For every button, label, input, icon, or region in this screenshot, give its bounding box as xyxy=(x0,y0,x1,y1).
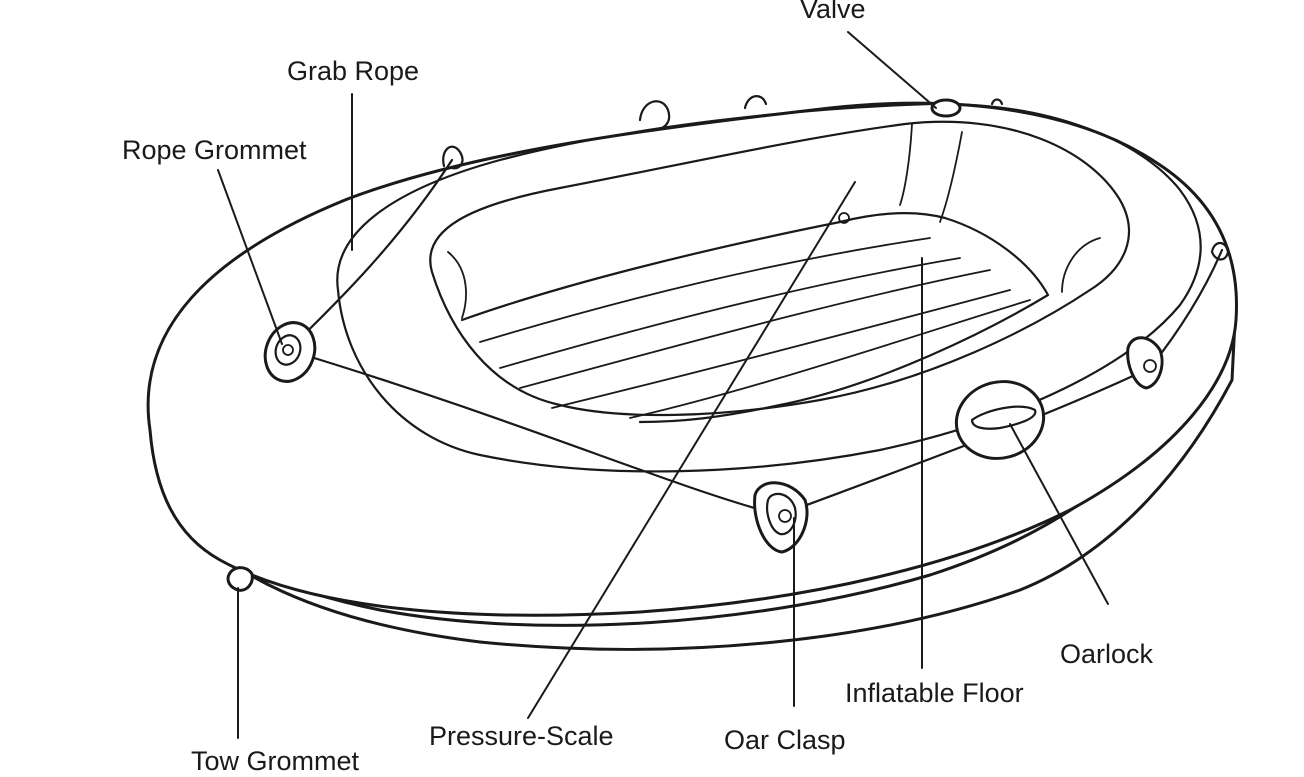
rope-loop-front xyxy=(442,145,464,170)
cockpit-wall-left xyxy=(447,251,467,319)
leader-rope-grommet xyxy=(217,169,283,345)
floor-baffle-5 xyxy=(629,299,1031,419)
rope-loop-right xyxy=(1210,241,1230,261)
cockpit-wall-corner-2 xyxy=(939,131,963,223)
rope-loop-3 xyxy=(990,98,1004,106)
label-oarlock: Oarlock xyxy=(1060,639,1154,669)
label-valve: Valve xyxy=(800,0,866,24)
label-inflatable-floor: Inflatable Floor xyxy=(845,678,1024,708)
cockpit-opening xyxy=(429,120,1130,417)
leader-oarlock xyxy=(1009,423,1109,605)
floor-valve xyxy=(838,212,850,224)
boat-hull xyxy=(146,101,1238,617)
label-pressure-scale: Pressure-Scale xyxy=(429,721,614,751)
label-rope-grommet: Rope Grommet xyxy=(122,135,307,165)
floor-baffle-4 xyxy=(551,289,1011,409)
cockpit-wall-right xyxy=(1061,237,1101,293)
leader-pressure-scale xyxy=(527,181,856,719)
rope-loop-1 xyxy=(638,100,671,132)
tow-grommet xyxy=(226,566,254,592)
leader-valve xyxy=(847,31,937,109)
valve xyxy=(930,98,962,118)
rope-grommet xyxy=(263,321,317,383)
label-grab-rope: Grab Rope xyxy=(287,56,419,86)
floor-baffle-2 xyxy=(499,257,961,369)
floor-baffle-3 xyxy=(519,269,991,389)
tube-inner-rim xyxy=(336,102,1202,473)
floor-baffle-1 xyxy=(479,237,931,343)
label-oar-clasp: Oar Clasp xyxy=(724,725,846,755)
oarlock xyxy=(954,380,1046,460)
cockpit-wall-corner xyxy=(899,123,913,206)
rope-loop-2 xyxy=(743,95,768,110)
oar-clasp-right xyxy=(1126,336,1164,390)
floor-outline xyxy=(460,212,1050,424)
label-tow-grommet: Tow Grommet xyxy=(191,746,360,776)
